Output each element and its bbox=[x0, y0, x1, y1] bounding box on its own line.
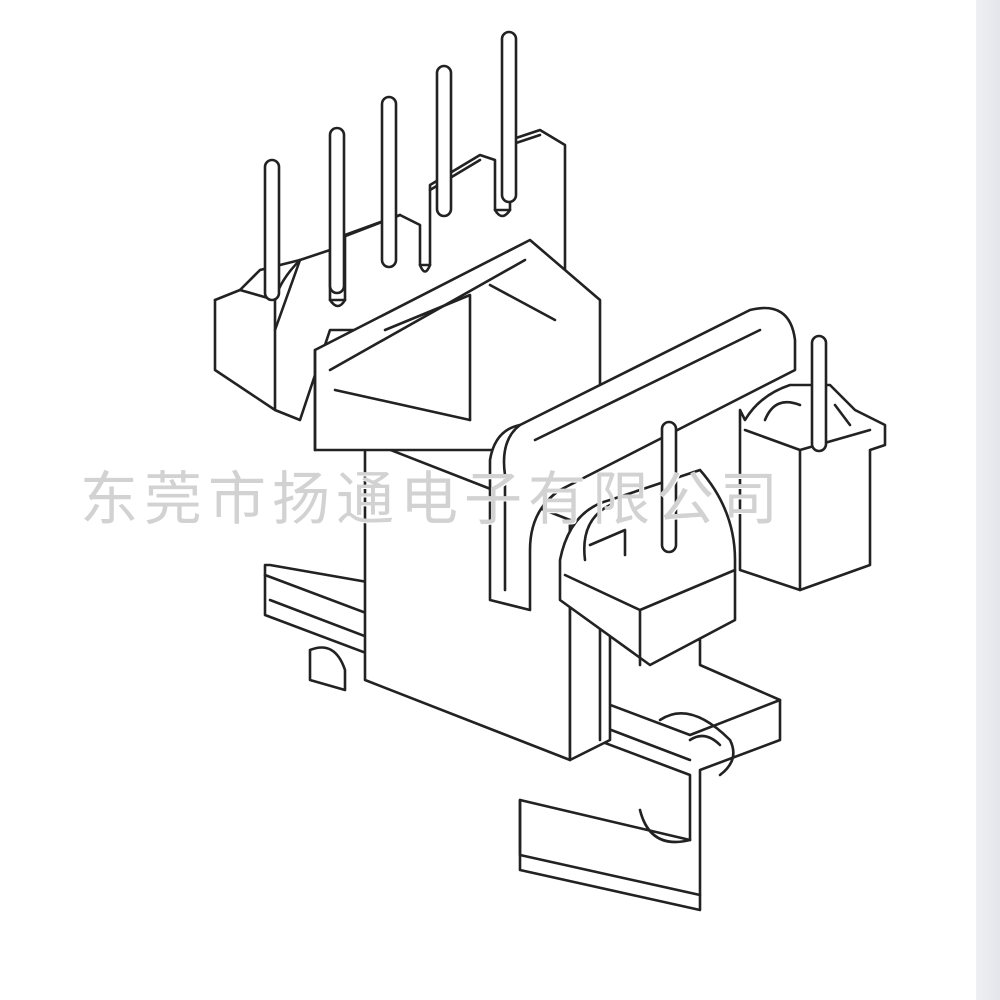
pins-front bbox=[660, 334, 828, 554]
page-edge-strip bbox=[976, 0, 1000, 1000]
pins-back bbox=[263, 30, 518, 302]
pin-header-back bbox=[213, 128, 567, 422]
pin-header-front bbox=[558, 383, 887, 667]
front-flange bbox=[488, 306, 797, 612]
